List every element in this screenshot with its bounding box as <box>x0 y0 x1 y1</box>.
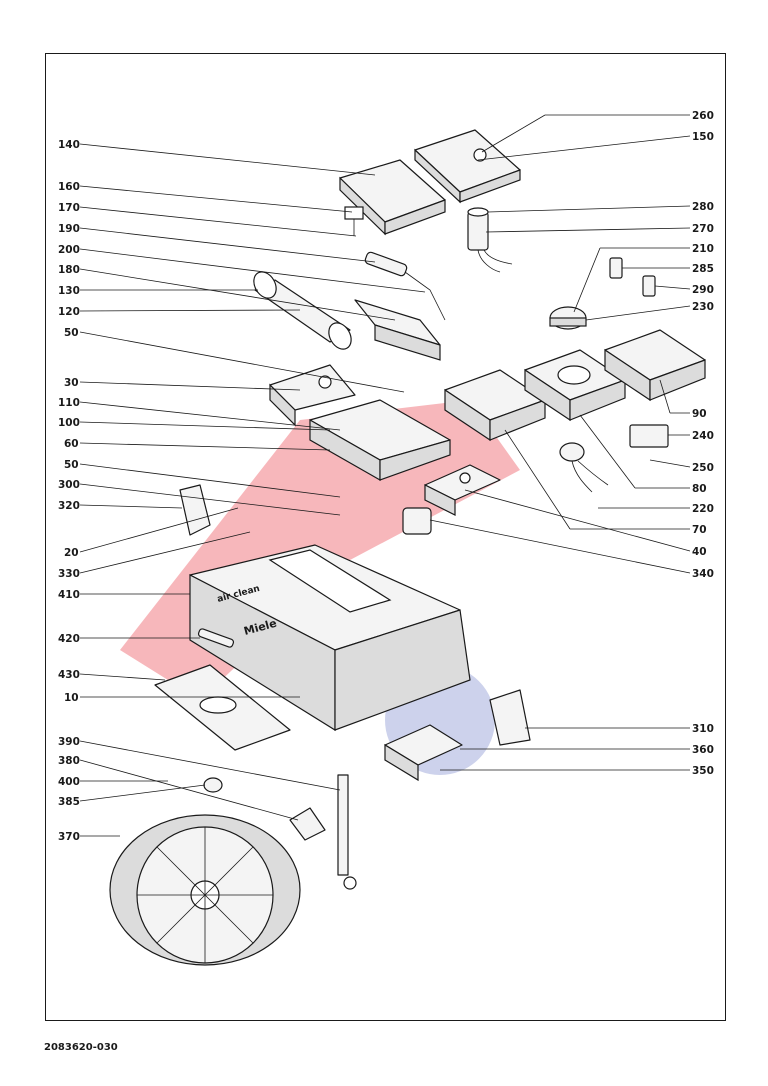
part-180-bracket <box>354 299 441 361</box>
part-370-cable-reel <box>109 814 301 966</box>
part-70-module <box>444 369 546 442</box>
document-number: 2083620-030 <box>44 1042 118 1053</box>
part-430-frame <box>154 664 291 751</box>
label-320: 320 <box>58 500 80 512</box>
label-170: 170 <box>58 202 80 214</box>
label-190: 190 <box>58 223 80 235</box>
part-340-switch <box>402 507 432 535</box>
part-420-pin <box>197 628 235 648</box>
label-30: 30 <box>64 377 79 389</box>
part-190-brush <box>364 251 446 321</box>
part-385-bushing <box>203 777 223 793</box>
leader-lines-right <box>429 114 691 771</box>
labels-left: 140 160 170 190 200 180 130 120 50 30 11… <box>58 139 80 843</box>
label-340: 340 <box>692 568 714 580</box>
label-420: 420 <box>58 633 80 645</box>
label-120: 120 <box>58 306 80 318</box>
label-285: 285 <box>692 263 714 275</box>
part-320-bracket <box>179 484 211 536</box>
label-180: 180 <box>58 264 80 276</box>
label-390: 390 <box>58 736 80 748</box>
labels-right: 260 150 280 270 210 285 290 230 90 240 2… <box>692 110 714 777</box>
label-60: 60 <box>64 438 79 450</box>
label-360: 360 <box>692 744 714 756</box>
part-240-component <box>629 424 669 448</box>
label-50: 50 <box>64 327 79 339</box>
part-230-knob <box>549 306 587 330</box>
label-20: 20 <box>64 547 79 559</box>
label-220: 220 <box>692 503 714 515</box>
diagram-frame <box>45 53 726 1021</box>
label-400: 400 <box>58 776 80 788</box>
label-80: 80 <box>692 483 707 495</box>
part-10-base <box>189 544 471 732</box>
part-390-rod <box>337 774 357 890</box>
label-280: 280 <box>692 201 714 213</box>
label-110: 110 <box>58 397 80 409</box>
label-350: 350 <box>692 765 714 777</box>
part-150-cover <box>414 129 521 204</box>
label-70: 70 <box>692 524 707 536</box>
label-160: 160 <box>58 181 80 193</box>
label-310: 310 <box>692 723 714 735</box>
label-100: 100 <box>58 417 80 429</box>
label-90: 90 <box>692 408 707 420</box>
part-160-clip <box>344 206 364 236</box>
leader-lines-left <box>79 143 426 837</box>
label-130: 130 <box>58 285 80 297</box>
part-220-sensor <box>559 442 609 493</box>
part-40-cover <box>424 464 501 516</box>
label-40: 40 <box>692 546 707 558</box>
label-385: 385 <box>58 796 80 808</box>
part-30-housing <box>269 364 356 427</box>
label-330: 330 <box>58 568 80 580</box>
part-285-lamp <box>609 257 656 297</box>
part-140-cover <box>339 159 446 236</box>
part-310-bracket <box>489 689 531 746</box>
label-150: 150 <box>692 131 714 143</box>
label-380: 380 <box>58 755 80 767</box>
part-360-connector <box>384 724 463 782</box>
label-200: 200 <box>58 244 80 256</box>
label-240: 240 <box>692 430 714 442</box>
part-90-module <box>604 329 706 402</box>
part-80-module <box>524 349 626 422</box>
label-250: 250 <box>692 462 714 474</box>
label-410: 410 <box>58 589 80 601</box>
label-290: 290 <box>692 284 714 296</box>
label-370: 370 <box>58 831 80 843</box>
label-10: 10 <box>64 692 79 704</box>
part-120-roller <box>253 271 352 350</box>
label-210: 210 <box>692 243 714 255</box>
label-270: 270 <box>692 223 714 235</box>
label-430: 430 <box>58 669 80 681</box>
label-230: 230 <box>692 301 714 313</box>
label-260: 260 <box>692 110 714 122</box>
part-110-chassis <box>309 399 451 482</box>
part-270-switch <box>467 207 513 273</box>
label-300: 300 <box>58 479 80 491</box>
part-380-plug <box>289 807 326 841</box>
label-140: 140 <box>58 139 80 151</box>
label-50-b: 50 <box>64 459 79 471</box>
